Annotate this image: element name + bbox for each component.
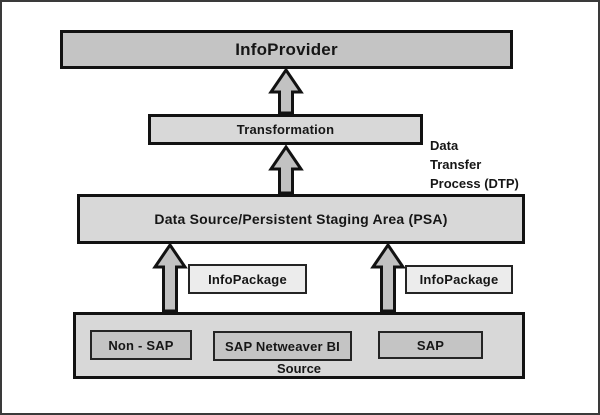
source-container-label: Source <box>276 361 322 376</box>
infopackage-node-left: InfoPackage <box>188 264 307 294</box>
dtp-line-1: Data <box>430 138 459 153</box>
dtp-annotation: Data Transfer Process (DTP) <box>430 136 550 193</box>
transformation-node: Transformation <box>148 114 423 145</box>
arrow-source-to-psa-left <box>152 242 188 313</box>
source-container-node: Non - SAP SAP Netweaver BI SAP Source <box>73 312 525 379</box>
source-system-sap-netweaver-bi: SAP Netweaver BI <box>213 331 352 361</box>
arrow-transformation-to-infoprovider <box>268 67 304 115</box>
source-system-non-sap: Non - SAP <box>90 330 192 360</box>
dtp-line-2: Transfer <box>430 157 482 172</box>
infopackage-node-right: InfoPackage <box>405 265 513 294</box>
source-system-sap: SAP <box>378 331 483 359</box>
infoprovider-node: InfoProvider <box>60 30 513 69</box>
dtp-line-3: Process (DTP) <box>430 176 519 191</box>
psa-node: Data Source/Persistent Staging Area (PSA… <box>77 194 525 244</box>
arrow-source-to-psa-right <box>370 242 406 313</box>
arrow-psa-to-transformation <box>268 144 304 195</box>
